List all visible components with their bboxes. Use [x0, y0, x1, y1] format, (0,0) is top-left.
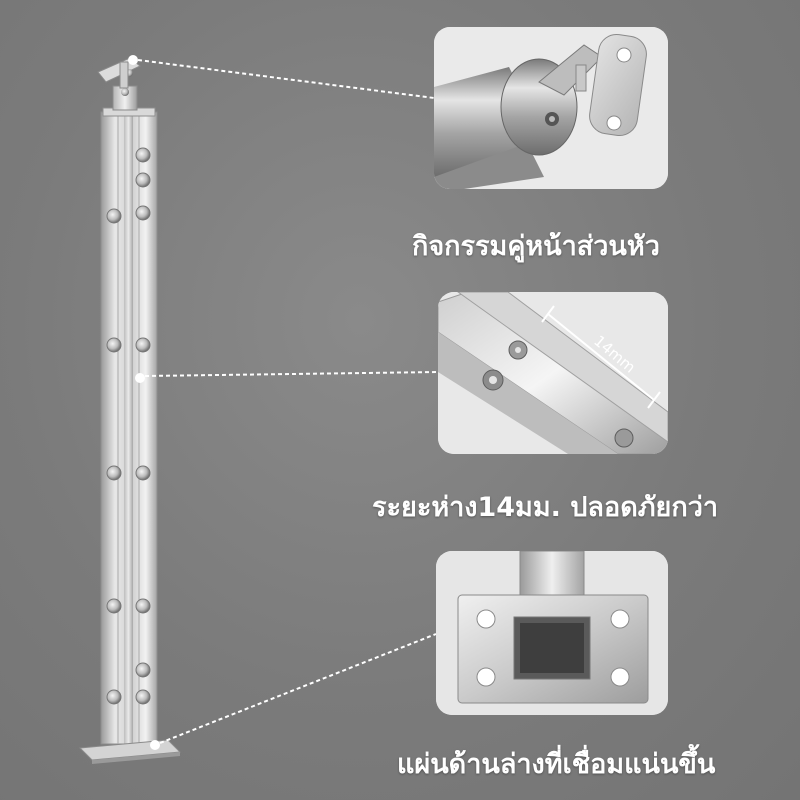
- detail-photo-head-bracket: [434, 27, 668, 189]
- detail-photo-base-plate: [436, 551, 668, 715]
- leader-dot-mid: [135, 373, 145, 383]
- post-bolts: [106, 147, 151, 705]
- detail-photo-spacing: 14mm: [438, 292, 668, 454]
- caption-spacing: ระยะห่าง14มม. ปลอดภัยกว่า: [372, 492, 719, 523]
- caption-base-plate: แผ่นด้านล่างที่เชื่อมแน่นขึ้น: [397, 749, 716, 780]
- railing-post: [100, 107, 158, 745]
- base-plate: [78, 739, 182, 764]
- leader-dot-bottom: [150, 740, 160, 750]
- caption-head-bracket: กิจกรรมคู่หน้าส่วนหัว: [412, 231, 660, 262]
- top-bracket: [97, 57, 141, 111]
- leader-dot-top: [128, 55, 138, 65]
- leader-lines: [128, 55, 439, 750]
